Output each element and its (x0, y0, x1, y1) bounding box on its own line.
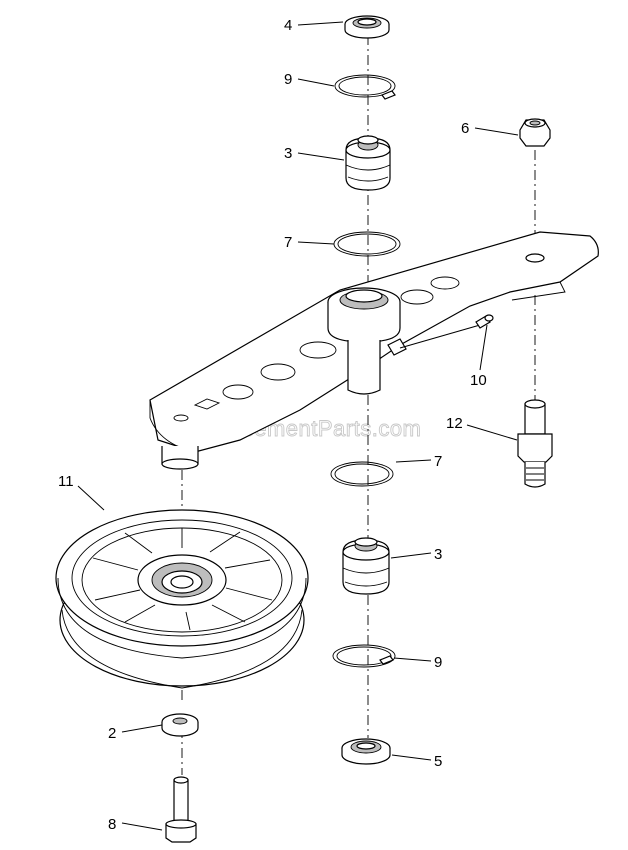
nut-part-6 (519, 118, 551, 147)
callout-12: 12 (446, 415, 463, 432)
callout-9-bottom: 9 (434, 654, 442, 671)
callout-10: 10 (470, 372, 487, 389)
washer-part-2 (161, 713, 199, 737)
callout-11: 11 (58, 473, 74, 490)
seal-part-4 (344, 15, 390, 39)
grease-fitting-part-10 (399, 314, 494, 349)
o-ring-part-7-top (333, 231, 401, 257)
retaining-ring-part-9-top (334, 74, 396, 100)
seal-part-5 (341, 738, 391, 765)
callout-5: 5 (434, 753, 442, 770)
bearing-part-3-top (345, 135, 391, 191)
callout-4: 4 (284, 17, 292, 34)
bolt-part-8 (165, 776, 197, 843)
callout-labels: 4 9 3 6 7 10 12 7 11 3 9 2 5 8 (58, 17, 487, 833)
callout-9-top: 9 (284, 71, 292, 88)
callout-7-top: 7 (284, 234, 292, 251)
stud-part-12 (517, 399, 553, 488)
callout-3-top: 3 (284, 145, 292, 162)
pulley-part-11 (55, 509, 309, 689)
pulley-spokes (92, 528, 273, 631)
callout-3-bottom: 3 (434, 546, 442, 563)
retaining-ring-part-9-bottom (332, 644, 396, 668)
callout-8: 8 (108, 816, 116, 833)
o-ring-part-7-bottom (330, 461, 394, 487)
idler-arm (149, 231, 599, 470)
callout-6: 6 (461, 120, 469, 137)
callout-7-bottom: 7 (434, 453, 442, 470)
bearing-part-3-bottom (342, 537, 390, 595)
callout-leaders (77, 21, 519, 831)
callout-2: 2 (108, 725, 116, 742)
